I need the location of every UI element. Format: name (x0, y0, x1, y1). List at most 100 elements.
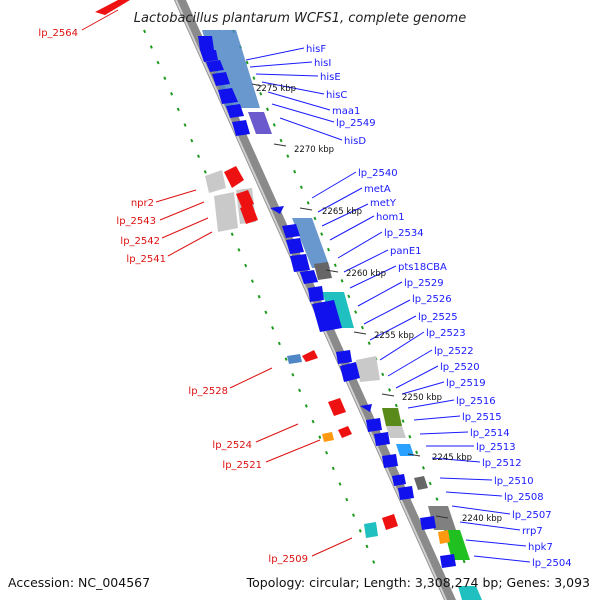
gene-label-panE1[interactable]: panE1 (390, 246, 422, 257)
kbp-label: 2245 kbp (432, 453, 472, 463)
gene-lp-2524-arrow[interactable] (328, 398, 346, 416)
gene-label-lp-2523[interactable]: lp_2523 (426, 328, 466, 339)
kbp-label: 2240 kbp (462, 514, 502, 524)
gene-rrp7[interactable] (420, 516, 436, 530)
gene-hisD[interactable] (232, 120, 250, 136)
gene-hisI[interactable] (200, 50, 218, 62)
gene-label-lp-2521[interactable]: lp_2521 (222, 460, 262, 471)
shaded-region-lp2504 (458, 586, 482, 600)
reverse-track-line (143, 29, 376, 566)
gene-lp-2540[interactable] (270, 206, 284, 214)
gene-label-lp-2528[interactable]: lp_2528 (188, 386, 228, 397)
gene-label-lp-2509[interactable]: lp_2509 (268, 554, 308, 565)
gene-lp-2516[interactable] (366, 418, 382, 432)
shaded-region-met (292, 218, 330, 268)
shaded-region-hisd (248, 112, 272, 134)
gene-metA[interactable] (282, 224, 300, 238)
gene-label-lp-2508[interactable]: lp_2508 (504, 492, 544, 503)
gene-label-lp-2526[interactable]: lp_2526 (412, 294, 452, 305)
gene-label-maa1[interactable]: maa1 (332, 106, 360, 117)
gene-pts18CBA[interactable] (312, 300, 342, 332)
gene-lp-2509-arrow[interactable] (382, 514, 398, 530)
shaded-region-his (202, 30, 260, 108)
gene-lp-2534-grey[interactable] (314, 262, 332, 280)
forward-gene-cluster-3 (336, 350, 456, 568)
gene-label-lp-2522[interactable]: lp_2522 (434, 346, 474, 357)
gene-label-lp-2525[interactable]: lp_2525 (418, 312, 458, 323)
gene-label-lp-2507[interactable]: lp_2507 (512, 510, 552, 521)
gene-lp-2510[interactable] (392, 474, 406, 486)
gene-label-hisC[interactable]: hisC (326, 90, 347, 101)
gene-label-lp-2516[interactable]: lp_2516 (456, 396, 496, 407)
gene-label-lp-2524[interactable]: lp_2524 (212, 440, 252, 451)
gene-label-lp-2540[interactable]: lp_2540 (358, 168, 398, 179)
kbp-label: 2275 kbp (256, 84, 296, 94)
gene-hisE[interactable] (206, 60, 224, 72)
shaded-region-lp2512 (396, 444, 414, 456)
gene-label-lp-2529[interactable]: lp_2529 (404, 278, 444, 289)
gene-label-lp-2564[interactable]: lp_2564 (38, 28, 78, 39)
gene-label-pts18CBA[interactable]: pts18CBA (398, 262, 447, 273)
gene-label-lp-2549[interactable]: lp_2549 (336, 118, 376, 129)
map-title: Lactobacillus plantarum WCFS1, complete … (134, 11, 466, 26)
gene-label-hpk7[interactable]: hpk7 (528, 542, 553, 553)
gene-lp-2549[interactable] (226, 104, 244, 118)
gene-label-lp-2520[interactable]: lp_2520 (440, 362, 480, 373)
gene-label-lp-2543[interactable]: lp_2543 (116, 216, 156, 227)
gene-label-lp-2519[interactable]: lp_2519 (446, 378, 486, 389)
gene-label-metY[interactable]: metY (370, 198, 397, 209)
gene-label-hisE[interactable]: hisE (320, 72, 341, 83)
gene-lp-2512-grey[interactable] (414, 476, 428, 490)
gene-label-lp-2513[interactable]: lp_2513 (476, 442, 516, 453)
gene-label-hisF[interactable]: hisF (306, 44, 326, 55)
gene-label-lp-2541[interactable]: lp_2541 (126, 254, 166, 265)
gene-label-lp-2510[interactable]: lp_2510 (494, 476, 534, 487)
gene-lp-2564[interactable] (95, 0, 130, 15)
gene-lp-2521-orange[interactable] (322, 432, 334, 442)
gene-lp-2528-box[interactable] (287, 354, 302, 364)
gene-lp-2513[interactable] (382, 454, 398, 468)
kbp-label: 2255 kbp (374, 331, 414, 341)
gene-lp-2543-arrow[interactable] (236, 190, 254, 208)
gene-label-npr2[interactable]: npr2 (131, 198, 154, 209)
gene-label-lp-2512[interactable]: lp_2512 (482, 458, 522, 469)
kbp-ticks (251, 83, 449, 519)
gene-hom1[interactable] (290, 254, 310, 272)
gene-label-lp-2542[interactable]: lp_2542 (120, 236, 160, 247)
gene-lp-2523[interactable] (336, 350, 352, 364)
gene-label-hom1[interactable]: hom1 (376, 212, 405, 223)
gene-label-metA[interactable]: metA (364, 184, 391, 195)
gene-mix-box[interactable] (356, 356, 380, 382)
gene-lp-2519[interactable] (360, 404, 372, 412)
gene-label-lp-2504[interactable]: lp_2504 (532, 558, 572, 569)
gene-maa1[interactable] (218, 88, 238, 104)
gene-label-rrp7[interactable]: rrp7 (522, 526, 543, 537)
gene-lp-2521-arrow[interactable] (338, 426, 352, 438)
gene-label-hisD[interactable]: hisD (344, 136, 366, 147)
gene-lp-2522[interactable] (340, 362, 360, 382)
gene-lp-2504[interactable] (440, 554, 456, 568)
gene-panE1[interactable] (308, 286, 324, 302)
gene-lp-2543[interactable] (214, 192, 238, 232)
kbp-label: 2250 kbp (402, 393, 442, 403)
shaded-region-lp2516 (382, 408, 402, 426)
gene-lp-2509-box[interactable] (364, 522, 378, 538)
gene-label-lp-2515[interactable]: lp_2515 (462, 412, 502, 423)
gene-label-lp-2514[interactable]: lp_2514 (470, 428, 510, 439)
reverse-leader-lines (81, 9, 353, 557)
topology-text: Topology: circular; Length: 3,308,274 bp… (246, 575, 590, 590)
gene-lp-2541-arrow[interactable] (240, 204, 258, 224)
gene-rrp7-orange[interactable] (438, 530, 450, 544)
gene-hisC[interactable] (212, 72, 230, 86)
gene-npr2[interactable] (205, 170, 226, 193)
gene-lp-2507[interactable] (398, 486, 414, 500)
gene-label-lp-2534[interactable]: lp_2534 (384, 228, 424, 239)
gene-lp-2514[interactable] (374, 432, 390, 446)
gene-hisF[interactable] (198, 36, 214, 50)
gene-lp-2534[interactable] (300, 270, 318, 284)
gene-label-hisI[interactable]: hisI (314, 58, 331, 69)
gene-npr2-arrow[interactable] (224, 166, 244, 188)
gene-lp-2528-arrow[interactable] (302, 350, 318, 362)
gene-metY[interactable] (286, 238, 304, 254)
